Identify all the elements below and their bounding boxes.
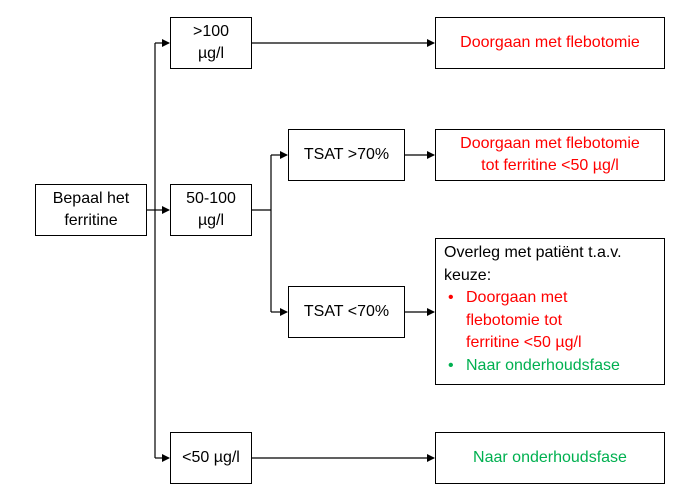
bullet-continue-line-1: Doorgaan met [466,289,568,306]
outcome-tsat-above-box: Doorgaan met flebotomie tot ferritine <5… [435,129,665,181]
tsat-above-label: TSAT >70% [303,146,390,163]
level-mid-line-2: µg/l [197,212,225,229]
outcome-intro-line-1: Overleg met patiënt t.a.v. [444,244,622,261]
level-high-line-2: µg/l [197,45,225,62]
bullet-continue-line-3: ferritine <50 µg/l [466,334,582,351]
level-low-label: <50 µg/l [182,449,240,466]
level-high-line-1: >100 [192,23,230,40]
start-box: Bepaal het ferritine [35,184,147,236]
level-low-box: <50 µg/l [170,432,252,484]
outcome-high-label: Doorgaan met flebotomie [460,34,640,51]
tsat-below-label: TSAT <70% [303,303,390,320]
outcome-high-box: Doorgaan met flebotomie [435,17,665,69]
outcome-bullet-continue: • Doorgaan met flebotomie tot ferritine … [444,287,582,355]
outcome-tsat-above-line-2: tot ferritine <50 µg/l [481,157,619,174]
level-high-box: >100 µg/l [170,17,252,69]
outcome-low-label: Naar onderhoudsfase [473,449,627,466]
outcome-bullet-maintenance: • Naar onderhoudsfase [444,355,620,378]
level-mid-line-1: 50-100 [186,190,236,207]
outcome-intro-line-2: keuze: [444,266,492,284]
outcome-low-box: Naar onderhoudsfase [435,432,665,484]
bullet-icon: • [448,356,454,374]
bullet-maintenance-text: Naar onderhoudsfase [466,355,620,378]
bullet-maintenance-line-1: Naar onderhoudsfase [466,356,620,374]
tsat-above-box: TSAT >70% [288,129,405,181]
bullet-continue-line-2: flebotomie tot [466,311,563,329]
bullet-continue-text: Doorgaan met flebotomie tot ferritine <5… [466,287,582,355]
start-line-1: Bepaal het [52,190,130,207]
outcome-tsat-above-line-1: Doorgaan met flebotomie [460,135,640,152]
outcome-tsat-below-box: Overleg met patiënt t.a.v. keuze: • Door… [435,238,665,385]
level-mid-box: 50-100 µg/l [170,184,252,236]
bullet-icon: • [448,289,454,306]
tsat-below-box: TSAT <70% [288,286,405,338]
start-line-2: ferritine [64,212,118,229]
